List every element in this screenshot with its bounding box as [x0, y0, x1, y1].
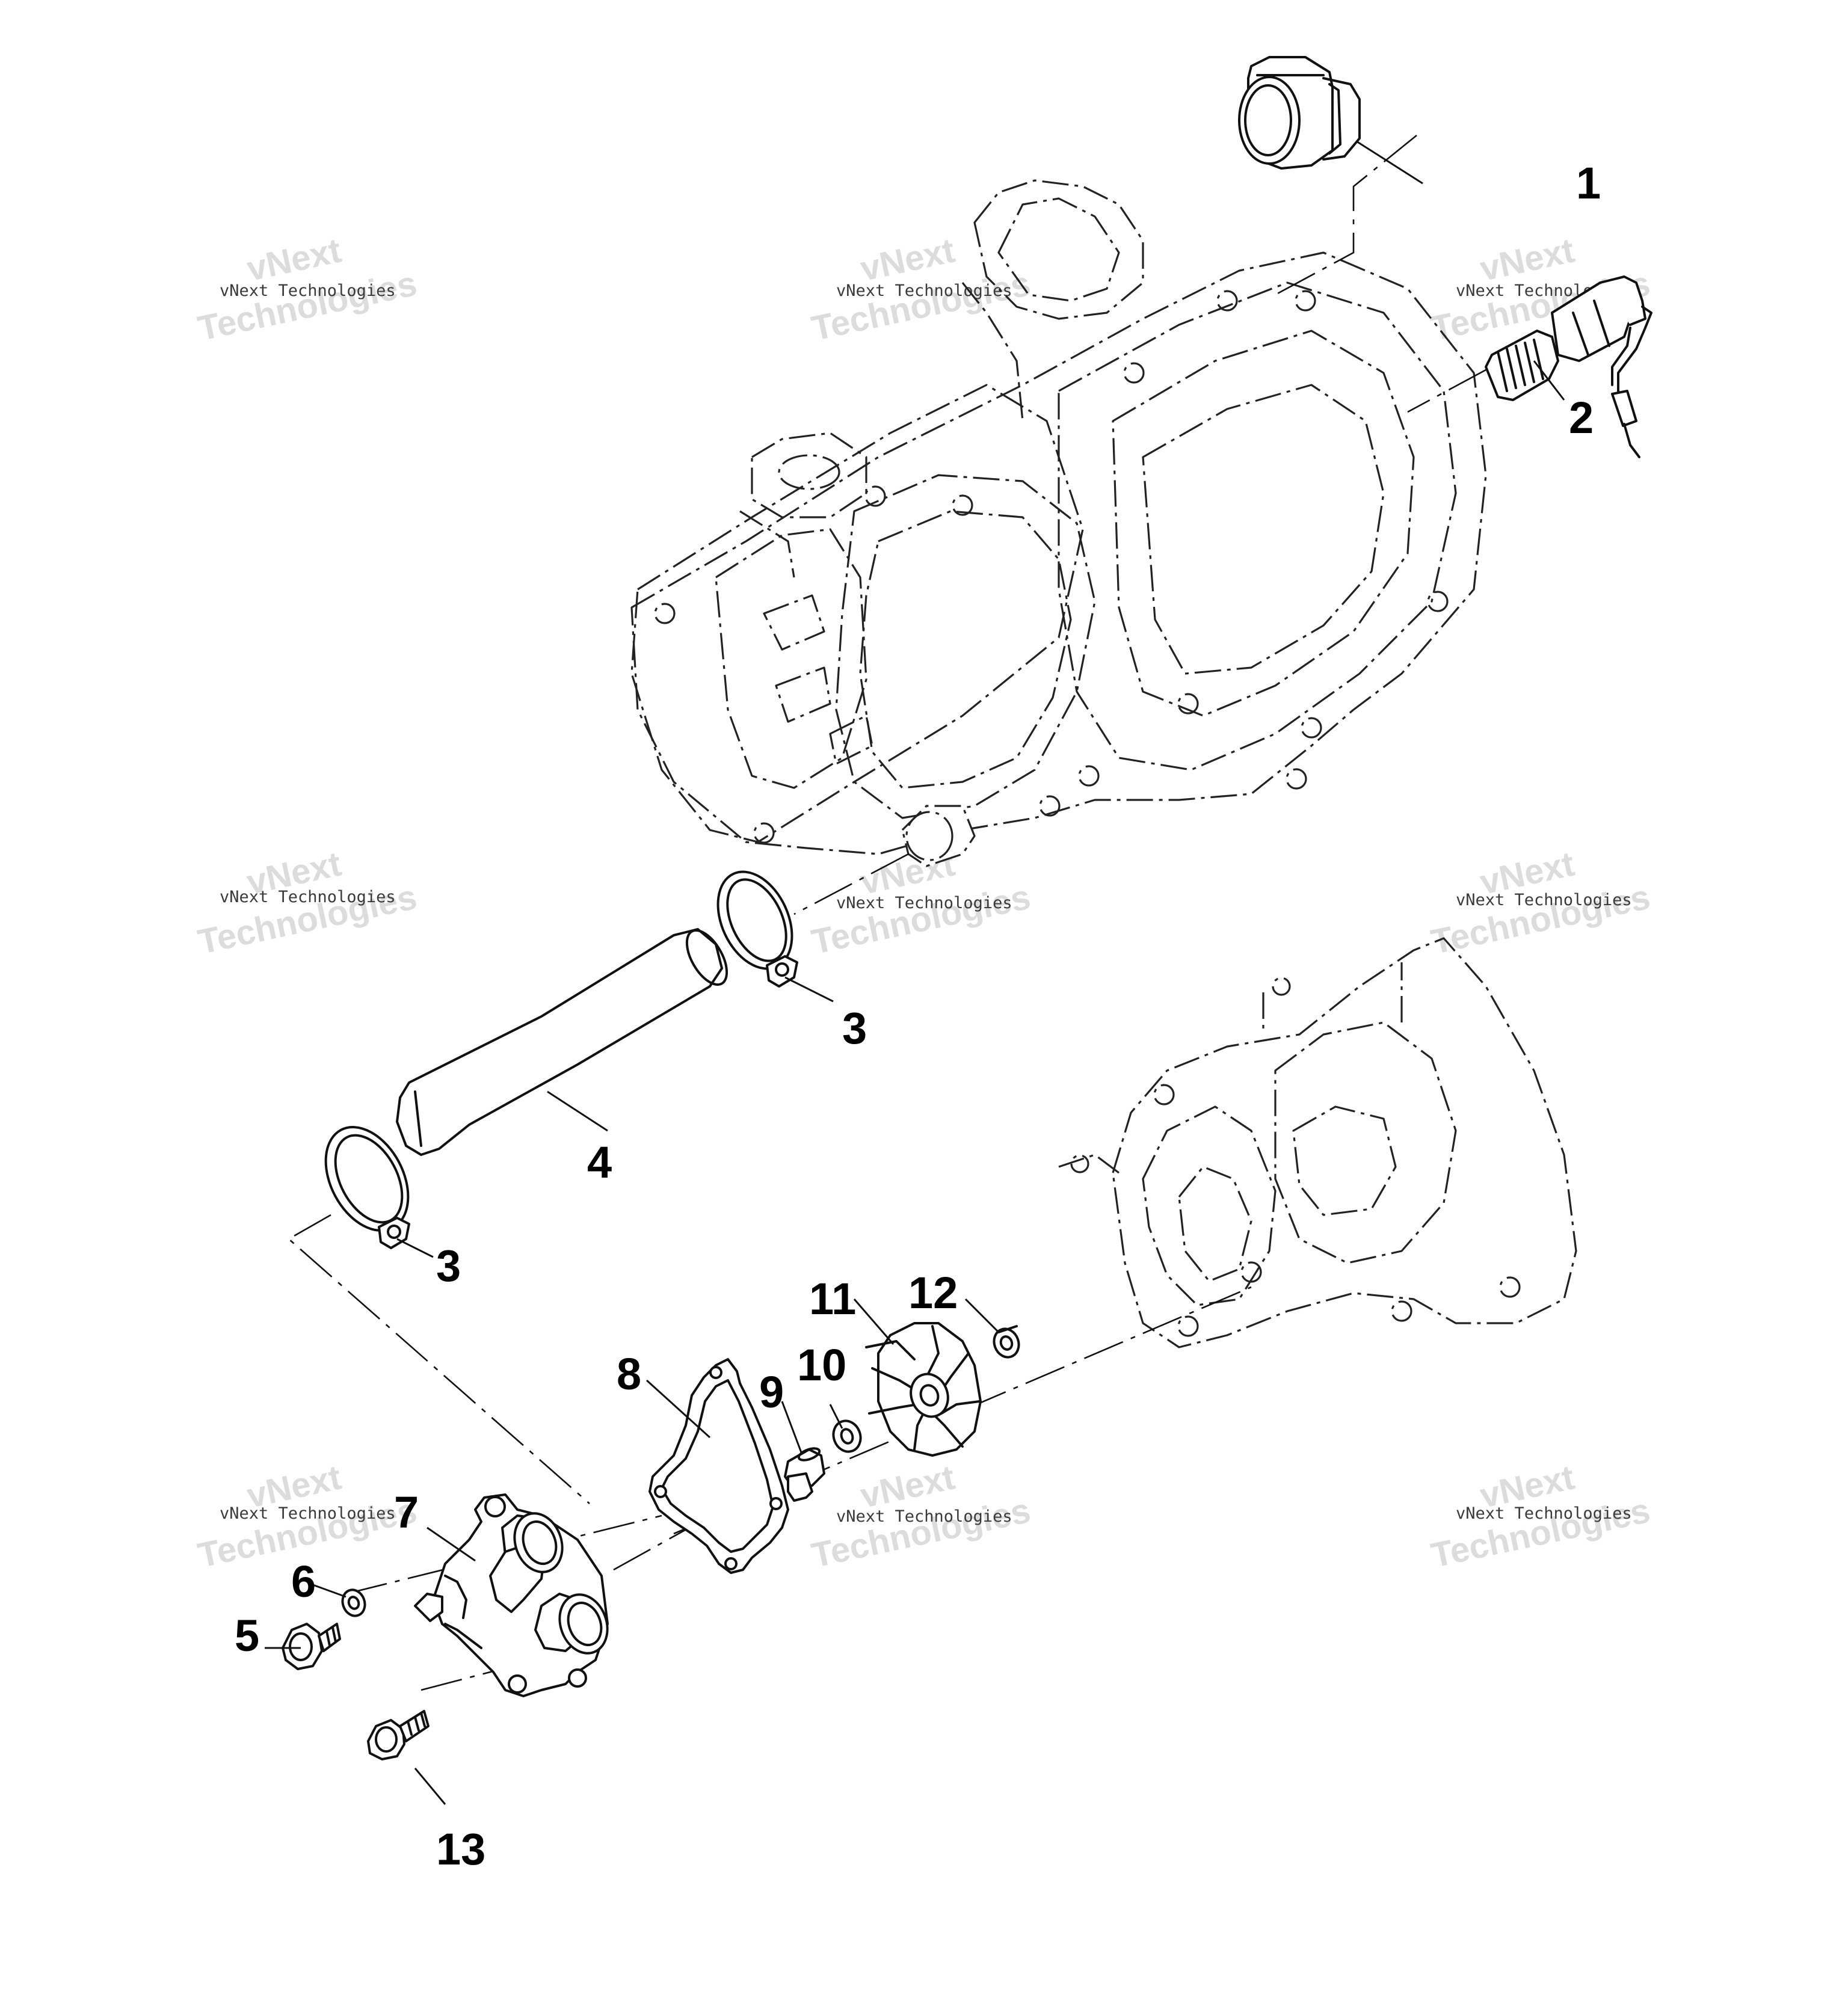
part-5-bolt	[282, 1623, 341, 1670]
part-4-coolant-hose	[396, 928, 728, 1156]
part-11-impeller	[865, 1322, 982, 1457]
callout-9: 9	[759, 1367, 784, 1417]
watermark-small-bottom-left: vNext Technologies	[220, 1504, 396, 1523]
part-1-thermostat	[1238, 56, 1361, 170]
watermark-small-mid-center: vNext Technologies	[836, 894, 1012, 912]
part-2-temperature-sensor	[1485, 275, 1652, 458]
callout-7: 7	[394, 1487, 419, 1537]
watermark-big-line1: vNext	[1477, 231, 1578, 289]
callout-5: 5	[235, 1611, 259, 1661]
callout-8: 8	[617, 1349, 641, 1399]
watermark-small-top-center: vNext Technologies	[836, 281, 1012, 300]
leader-lines	[265, 140, 1565, 1805]
part-6-washer	[341, 1588, 366, 1617]
callout-10: 10	[797, 1340, 846, 1390]
part-10-washer	[832, 1419, 862, 1453]
part-3-hose-clamp-upper	[716, 870, 798, 988]
part-13-bolt	[367, 1710, 430, 1760]
cylinder-head-phantom	[630, 179, 1487, 867]
part-8-gasket	[648, 1358, 789, 1574]
crankcase-phantom	[1058, 937, 1577, 1348]
watermark-big-line1: vNext	[244, 231, 345, 289]
callout-12: 12	[908, 1268, 958, 1318]
part-12-seal	[993, 1325, 1020, 1359]
callout-2: 2	[1569, 393, 1594, 443]
callout-11: 11	[809, 1274, 856, 1324]
watermark-small-top-left: vNext Technologies	[220, 281, 396, 300]
watermark-small-bottom-center: vNext Technologies	[836, 1507, 1012, 1526]
part-9-drain-plug	[784, 1447, 825, 1502]
part-3-hose-clamp-lower	[324, 1126, 410, 1249]
callout-3-lower: 3	[436, 1241, 461, 1291]
callout-6: 6	[291, 1557, 316, 1606]
callout-13: 13	[436, 1824, 485, 1874]
part-7-pump-cover	[414, 1493, 609, 1697]
watermark-small-mid-left: vNext Technologies	[220, 888, 396, 906]
callout-1: 1	[1576, 158, 1601, 208]
watermark-big-line1: vNext	[857, 231, 958, 289]
watermark-small-bottom-right: vNext Technologies	[1456, 1504, 1632, 1523]
callout-4: 4	[587, 1137, 612, 1187]
callout-3-upper: 3	[842, 1003, 867, 1053]
watermark-small-mid-right: vNext Technologies	[1456, 891, 1632, 909]
callout-labels: 1 2 3 4 3 5 6 7 8 9 10 11 12 13	[235, 158, 1601, 1874]
